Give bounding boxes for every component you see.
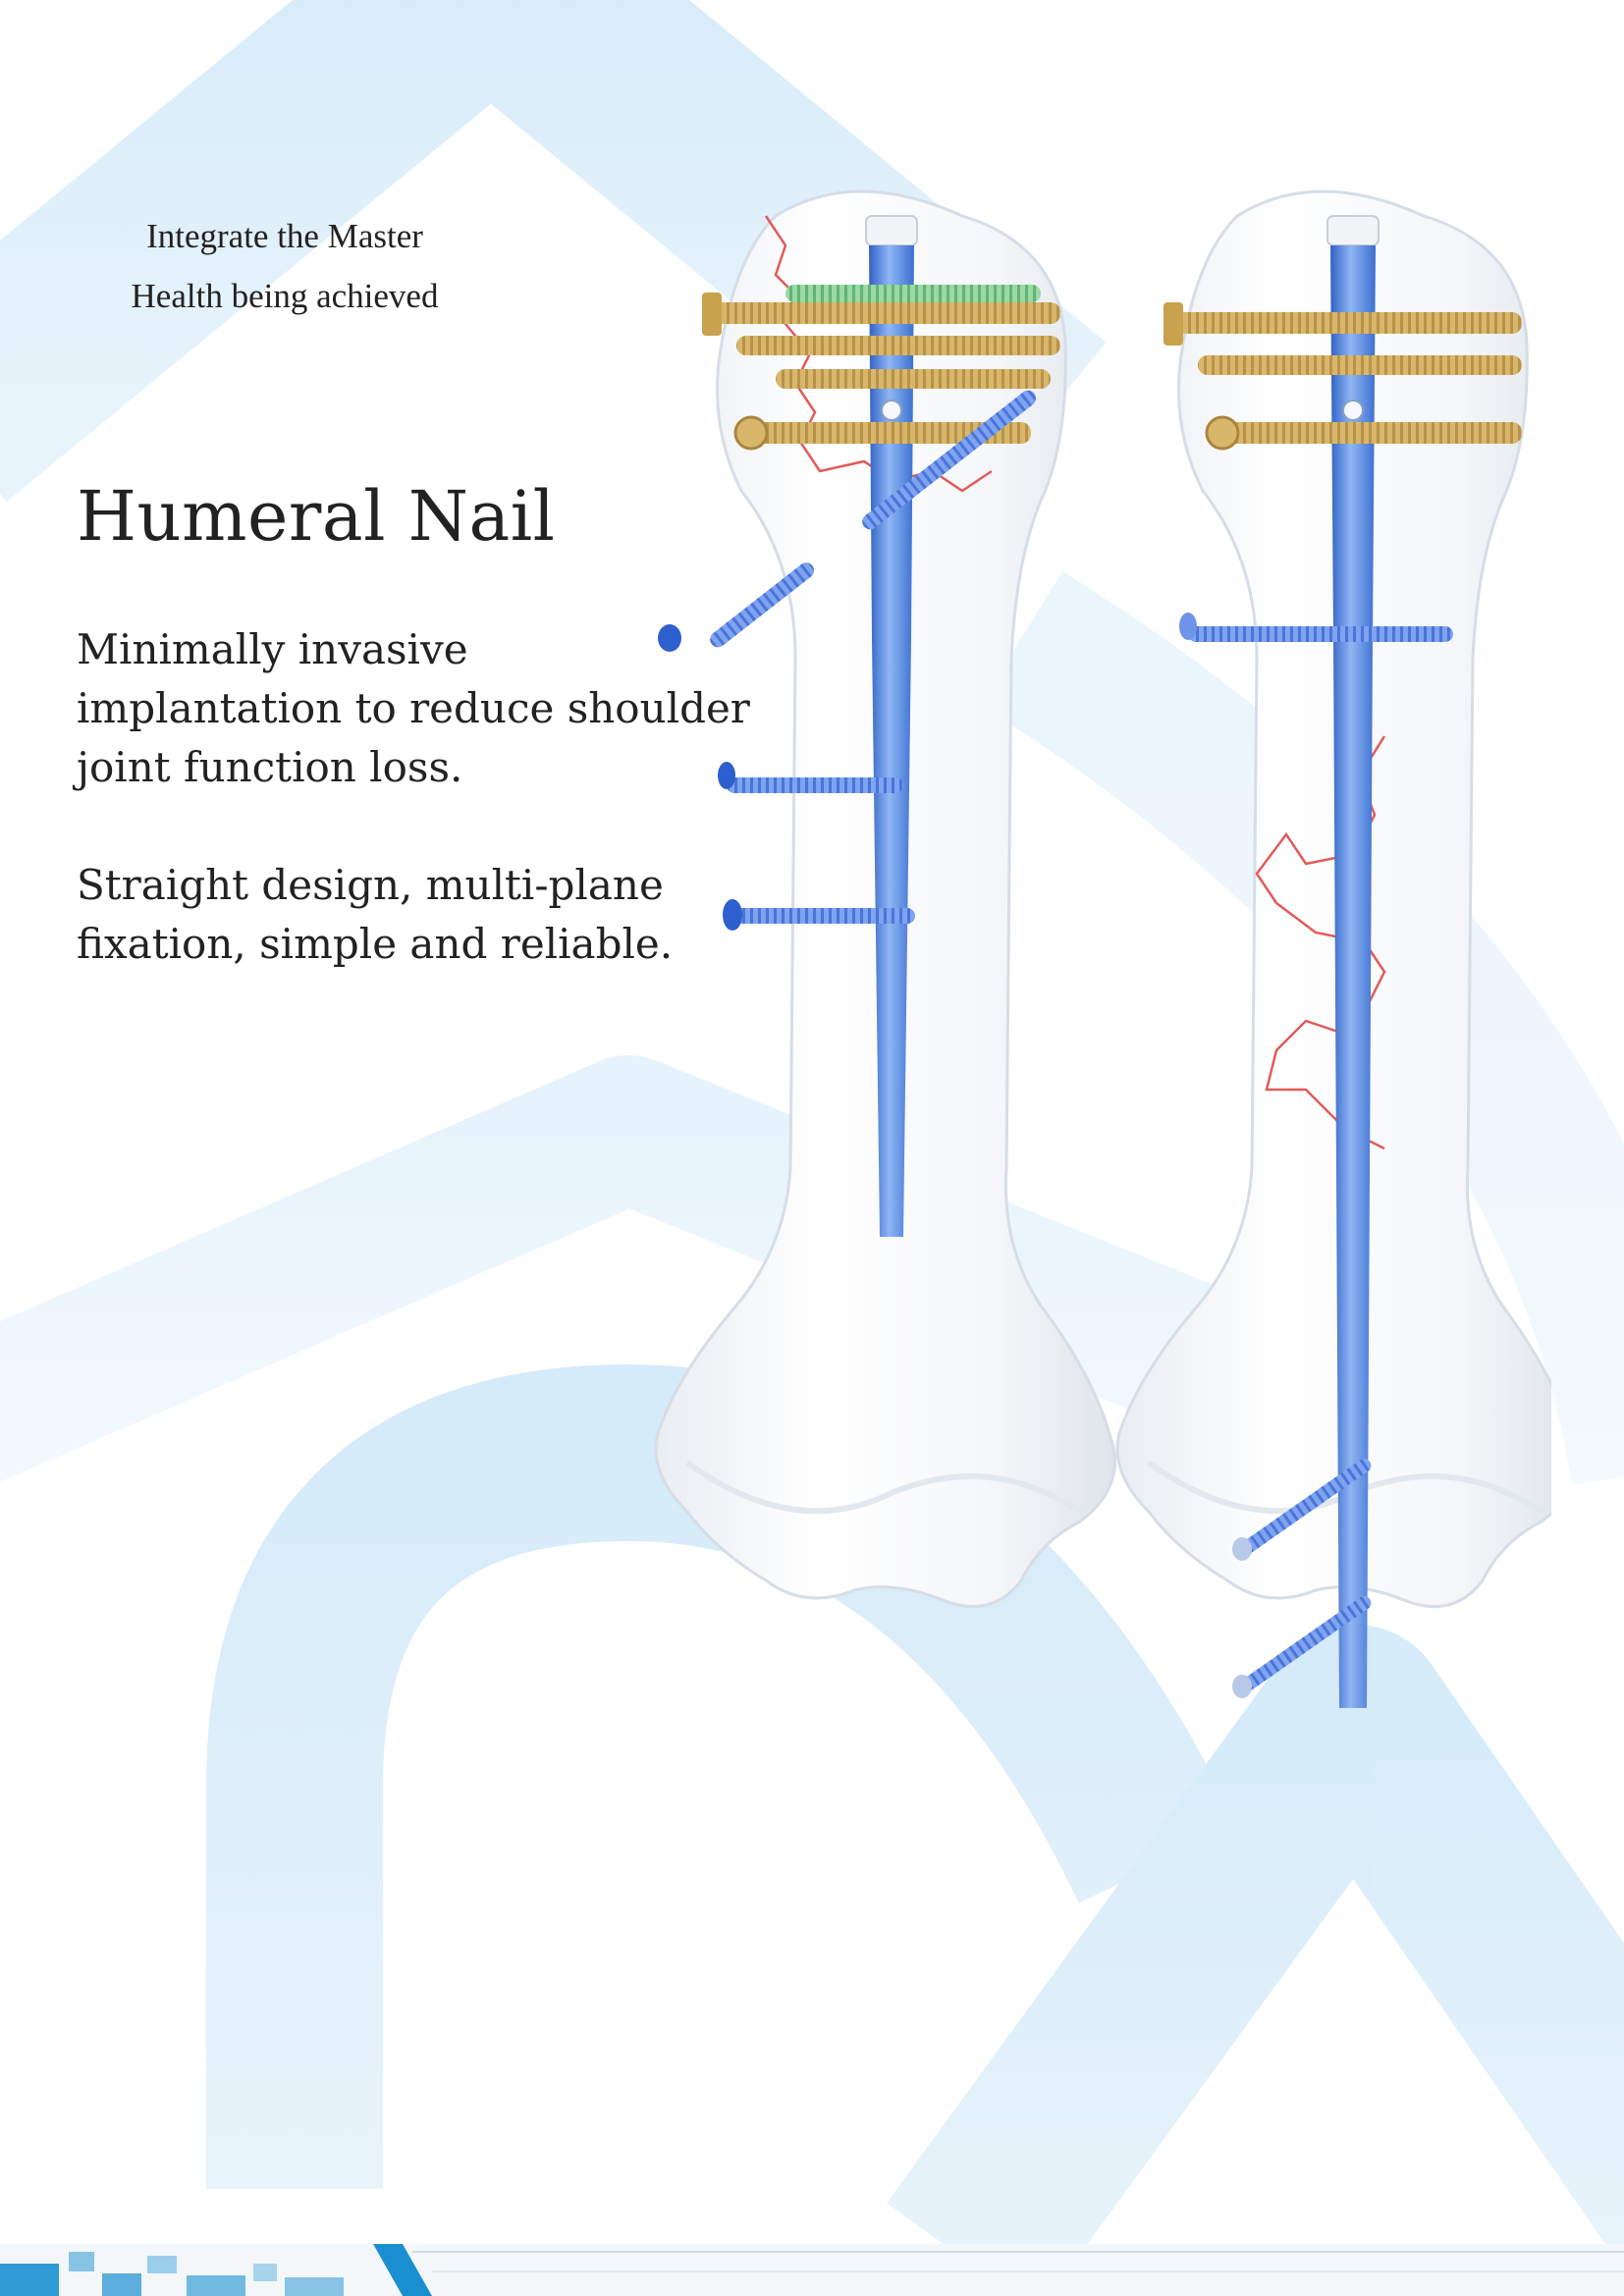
right-nail-cap: [1326, 215, 1380, 246]
right-nail: [1330, 245, 1376, 1708]
humeral-nail-illustration: [628, 187, 1551, 1708]
right-distal-screw-1: [1239, 1458, 1372, 1555]
feature-1-line-3: joint function loss.: [77, 743, 463, 791]
left-locking-screw-2: [729, 908, 915, 924]
feature-1-line-2: implantation to reduce shoulder: [77, 684, 750, 732]
feature-description-2: Straight design, multi-plane fixation, s…: [77, 856, 784, 974]
product-title: Humeral Nail: [77, 476, 556, 557]
left-humerus-bone: [656, 191, 1115, 1607]
tagline-line-1: Integrate the Master: [146, 217, 423, 255]
footer-chevron: [373, 2244, 432, 2296]
right-proximal-screw-1: [1168, 312, 1522, 334]
left-oblique-screw-2: [710, 562, 815, 648]
left-proximal-screw-green: [785, 285, 1041, 302]
tagline: Integrate the Master Health being achiev…: [98, 206, 471, 326]
feature-1-line-1: Minimally invasive: [77, 625, 468, 673]
right-locking-screw-1: [1188, 626, 1453, 642]
left-oblique-screw-1: [862, 390, 1036, 530]
left-proximal-screw-2: [736, 336, 1060, 355]
right-distal-screw-2: [1239, 1595, 1372, 1692]
right-proximal-screw-2: [1198, 355, 1522, 375]
feature-2-line-2: fixation, simple and reliable.: [77, 920, 674, 968]
left-locking-screw-1: [727, 777, 903, 793]
feature-description-1: Minimally invasive implantation to reduc…: [77, 620, 784, 797]
left-nail-cap: [865, 215, 918, 246]
left-screw-head-gold: [702, 293, 722, 336]
right-screw-head-gold: [1164, 302, 1183, 346]
left-proximal-screw-1: [707, 302, 1060, 324]
left-proximal-screw-3: [776, 369, 1051, 389]
left-proximal-screw-4: [736, 422, 1031, 444]
right-humerus-bone: [1117, 191, 1551, 1708]
tagline-line-2: Health being achieved: [131, 277, 439, 315]
footer-pixel-blocks: [0, 2252, 344, 2296]
right-proximal-screw-3: [1208, 422, 1522, 444]
feature-2-line-1: Straight design, multi-plane: [77, 861, 664, 909]
footer-band: [0, 2244, 1624, 2296]
